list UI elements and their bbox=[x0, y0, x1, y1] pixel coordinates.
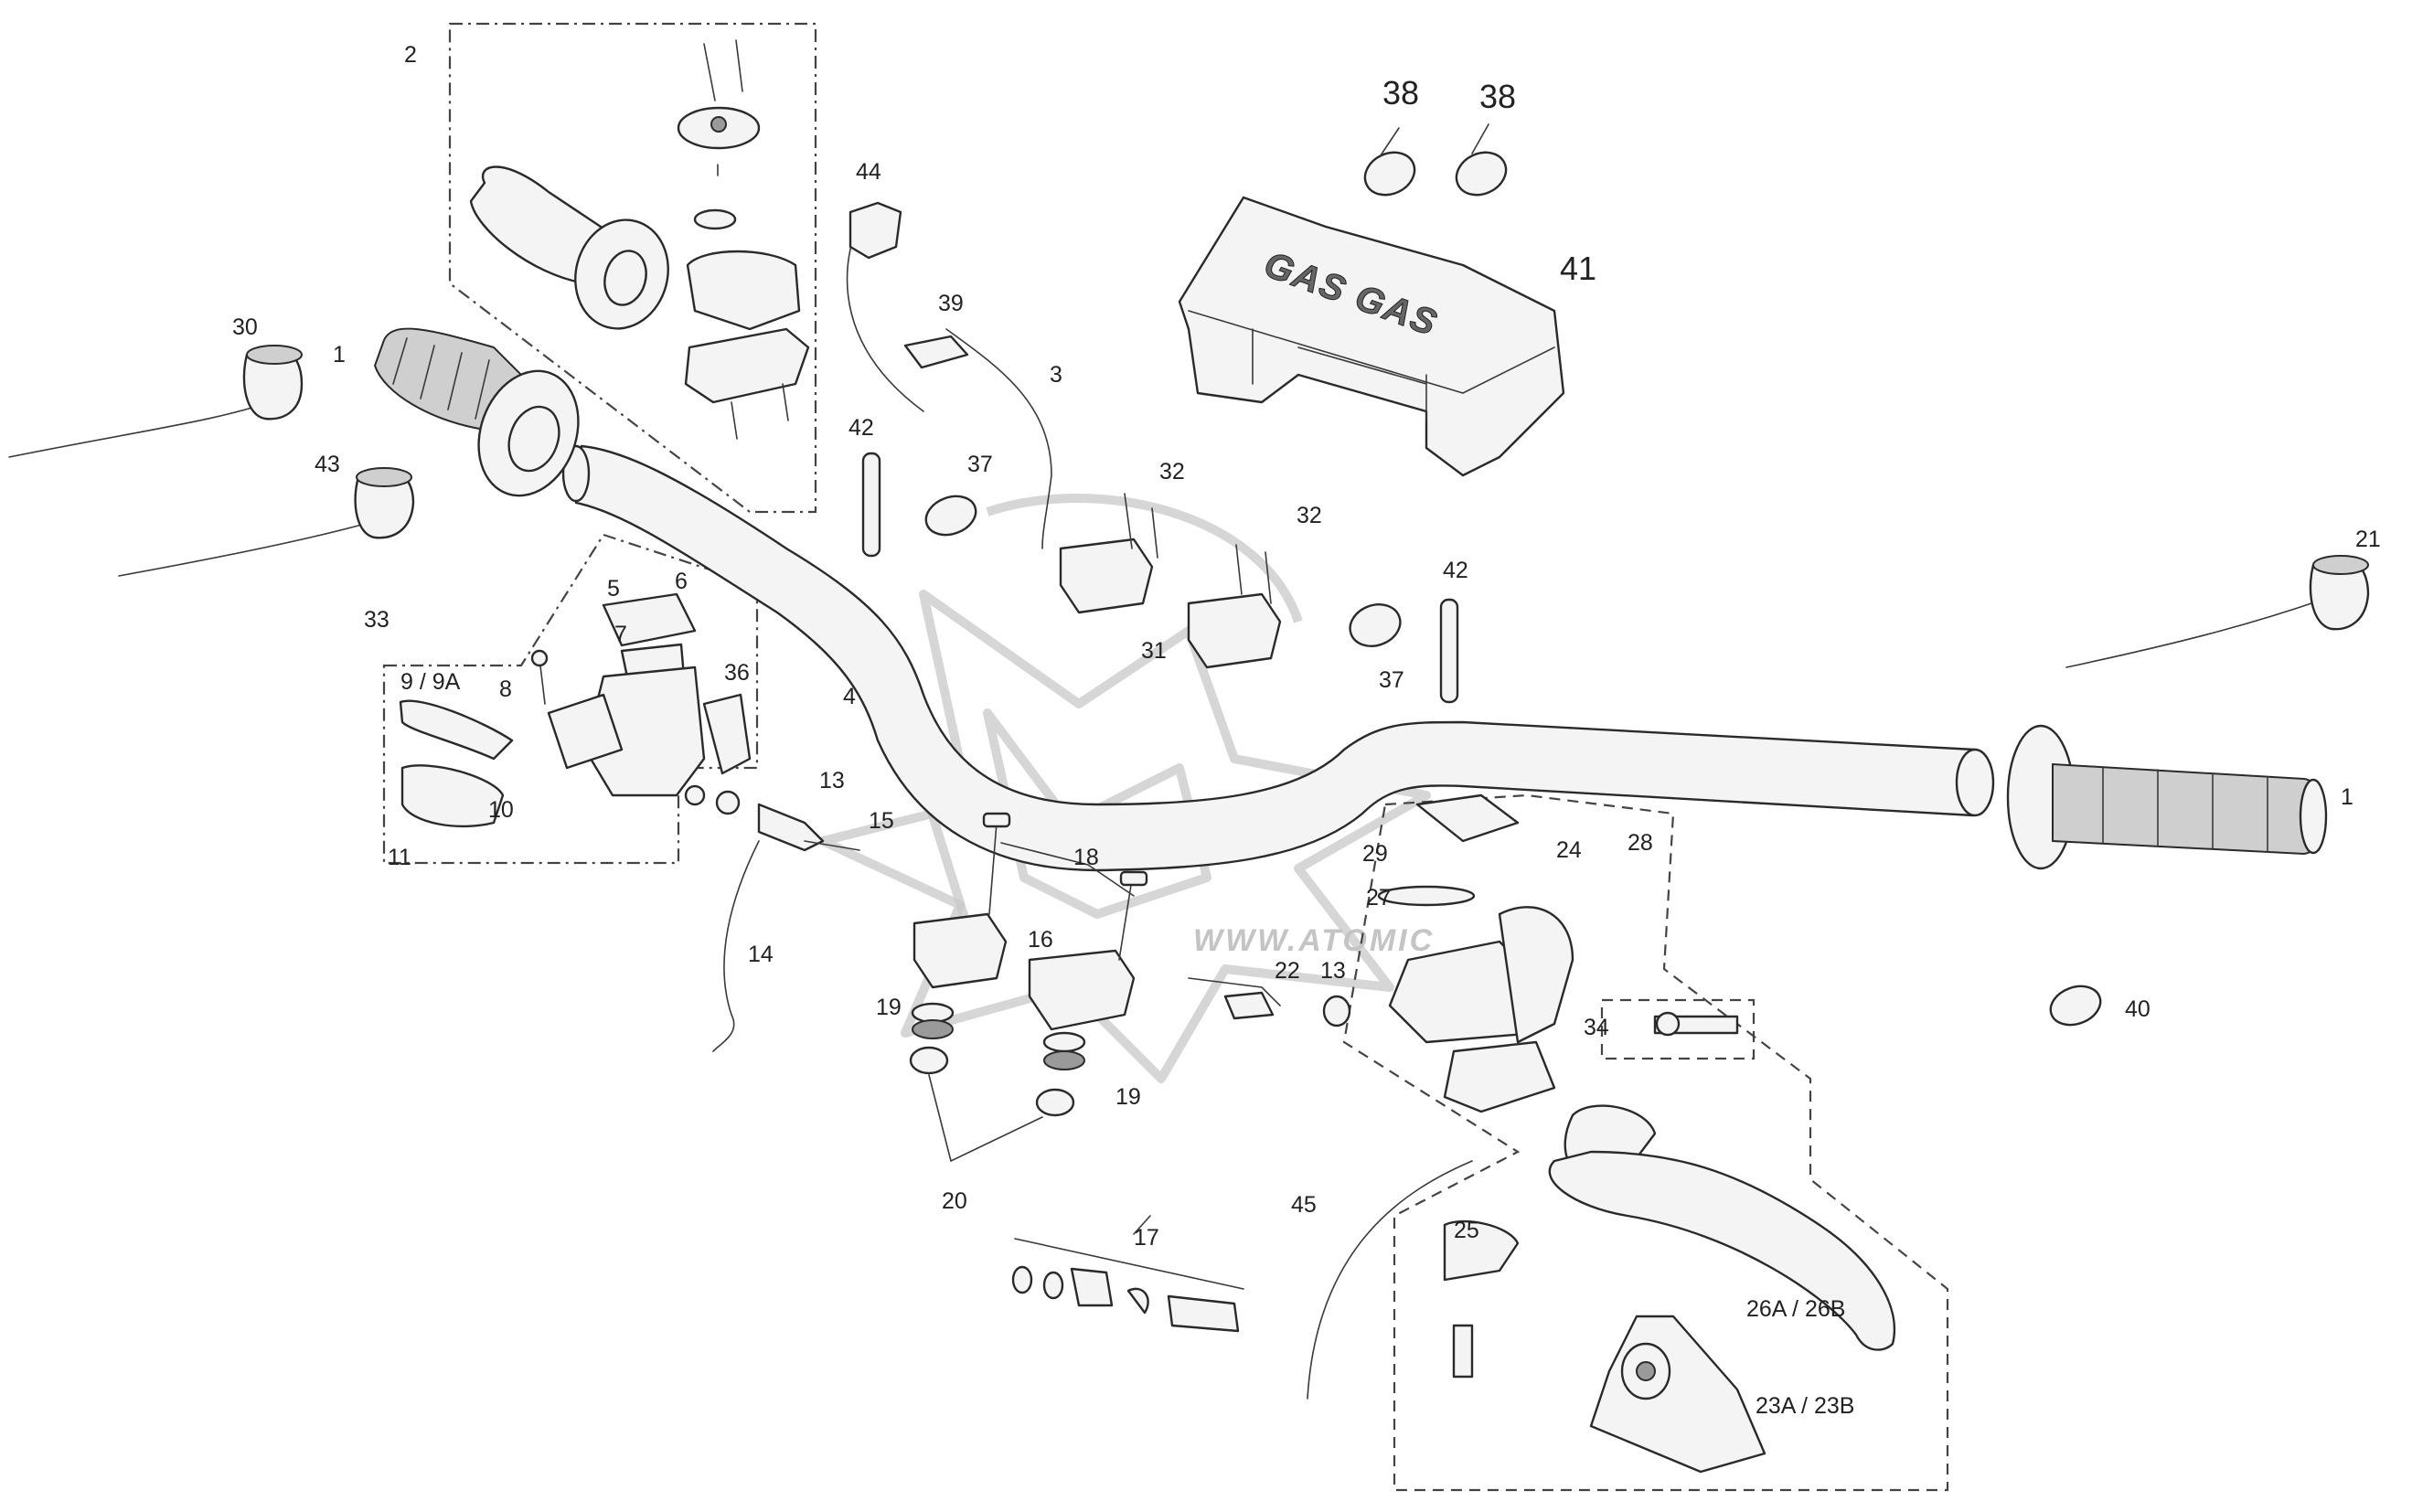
label-26: 26A / 26B bbox=[1746, 1296, 1845, 1322]
label-22: 22 bbox=[1275, 958, 1300, 984]
clutch-assembly-box bbox=[1342, 793, 1949, 1492]
handlebar bbox=[561, 444, 1995, 872]
handlebar-pad: GAS GAS bbox=[1178, 196, 1565, 477]
label-23: 23A / 23B bbox=[1756, 1393, 1854, 1419]
label-37-right: 37 bbox=[1379, 667, 1404, 693]
label-16: 16 bbox=[1028, 927, 1053, 953]
label-11: 11 bbox=[388, 845, 411, 870]
label-19-right: 19 bbox=[1115, 1084, 1141, 1110]
small-hardware bbox=[861, 123, 2102, 1333]
label-31: 31 bbox=[1141, 638, 1167, 664]
label-37-left: 37 bbox=[967, 452, 993, 477]
leader-lines bbox=[1000, 842, 1151, 1235]
throttle-assembly bbox=[469, 39, 810, 440]
label-40: 40 bbox=[2125, 996, 2151, 1022]
left-grip bbox=[373, 327, 580, 497]
label-42-left: 42 bbox=[848, 415, 874, 441]
assembly-boxes bbox=[382, 22, 1949, 1492]
callout-labels: 1 1 2 3 4 5 6 7 8 9 / 9A 10 11 13 13 14 … bbox=[232, 42, 2381, 1419]
label-10: 10 bbox=[488, 797, 514, 823]
label-5: 5 bbox=[607, 576, 620, 602]
throttle-assembly-box bbox=[448, 22, 817, 514]
label-45: 45 bbox=[1291, 1192, 1317, 1218]
label-32-right: 32 bbox=[1297, 503, 1322, 528]
label-34: 34 bbox=[1584, 1015, 1609, 1040]
label-42-right: 42 bbox=[1443, 558, 1468, 583]
label-13-left: 13 bbox=[819, 768, 845, 793]
label-32-left: 32 bbox=[1159, 459, 1185, 484]
label-24: 24 bbox=[1556, 837, 1582, 863]
label-13-right: 13 bbox=[1320, 958, 1346, 984]
label-4: 4 bbox=[843, 684, 856, 709]
label-20: 20 bbox=[942, 1188, 967, 1214]
label-14: 14 bbox=[748, 942, 774, 967]
label-7: 7 bbox=[614, 622, 627, 647]
bar-clamps bbox=[909, 493, 1282, 1163]
label-17: 17 bbox=[1134, 1225, 1159, 1251]
label-29: 29 bbox=[1362, 841, 1388, 867]
switch-buttons bbox=[242, 201, 2370, 631]
adjuster-box bbox=[1600, 998, 1756, 1060]
label-33: 33 bbox=[364, 607, 390, 633]
label-39: 39 bbox=[938, 291, 964, 316]
label-1-left: 1 bbox=[333, 342, 346, 367]
label-28: 28 bbox=[1628, 830, 1653, 856]
label-1-right: 1 bbox=[2341, 784, 2353, 810]
label-38-left: 38 bbox=[1382, 74, 1419, 112]
label-19-left: 19 bbox=[876, 995, 902, 1020]
label-36: 36 bbox=[724, 660, 750, 686]
label-30: 30 bbox=[232, 314, 258, 340]
label-43: 43 bbox=[315, 452, 340, 477]
label-3: 3 bbox=[1050, 362, 1062, 388]
label-6: 6 bbox=[675, 569, 688, 594]
clutch-perch-assembly bbox=[1223, 793, 1896, 1474]
label-8: 8 bbox=[499, 676, 512, 702]
label-38-right: 38 bbox=[1479, 78, 1516, 115]
master-cylinder-box bbox=[382, 533, 759, 865]
label-2: 2 bbox=[404, 42, 417, 68]
label-25: 25 bbox=[1454, 1218, 1479, 1243]
label-15: 15 bbox=[869, 808, 894, 834]
brake-master-cylinder bbox=[399, 592, 860, 852]
watermark-text: WWW.ATOMIC bbox=[1193, 923, 1435, 958]
label-44: 44 bbox=[856, 159, 881, 185]
label-27: 27 bbox=[1366, 885, 1392, 910]
label-41: 41 bbox=[1560, 250, 1596, 287]
label-18: 18 bbox=[1073, 845, 1099, 870]
right-grip bbox=[2006, 724, 2328, 870]
label-9-9a: 9 / 9A bbox=[400, 669, 461, 695]
label-21: 21 bbox=[2355, 527, 2381, 552]
